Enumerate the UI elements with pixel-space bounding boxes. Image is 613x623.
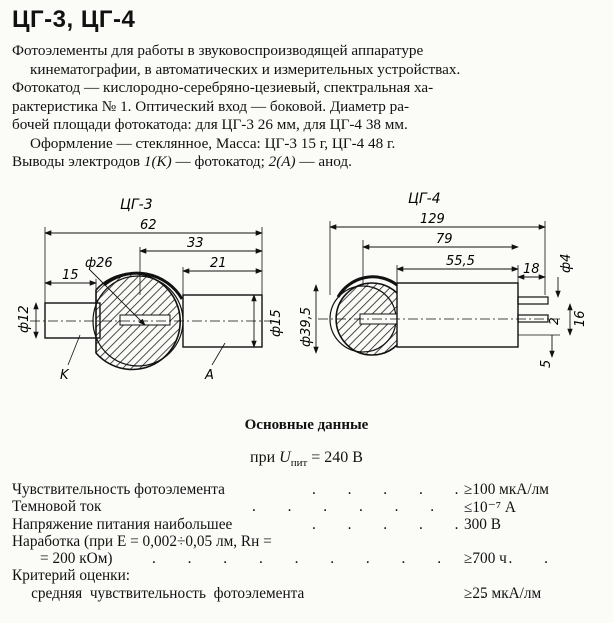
dim-d26: ф26 <box>85 256 113 271</box>
spec-dots: . <box>392 584 499 602</box>
figure-left-label: ЦГ-3 <box>120 197 153 213</box>
dim-d12: ф12 <box>17 305 32 333</box>
condition-value: = 240 В <box>307 449 363 466</box>
spec-value: ≥700 ч <box>464 550 507 568</box>
spec-dots: . . . . . . <box>252 498 449 516</box>
electrode-1: 1(K) <box>143 153 172 170</box>
spec-row: = 200 кОм) . . . . . . . . . . . . ≥700 … <box>12 550 607 567</box>
dim-21: 21 <box>210 256 227 271</box>
description: Фотоэлементы для работы в звуковоспроизв… <box>12 42 602 172</box>
spec-value: ≥25 мкА/лм <box>464 584 542 602</box>
spec-key: Темновой ток <box>12 498 102 516</box>
spec-dots: . . . . . <box>312 481 473 498</box>
dim-62: 62 <box>140 218 157 233</box>
dim-16: 16 <box>573 310 588 327</box>
spec-row: Темновой ток . . . . . . ≤10⁻⁷ А <box>12 498 607 517</box>
condition-prefix: при <box>250 449 280 466</box>
spec-key: Чувствительность фотоэлемента <box>12 481 225 498</box>
description-line: кинематографии, в автоматических и измер… <box>30 60 461 78</box>
spec-dots: . . . . . <box>312 515 473 533</box>
operating-condition: при Uпит = 240 В <box>0 449 613 469</box>
description-line: Выводы электродов 1(K) — фотокатод; 2(A)… <box>12 153 602 172</box>
dim-d4: ф4 <box>559 254 574 273</box>
mark-a: A <box>204 368 214 383</box>
spec-key: Напряжение питания наибольшее <box>12 515 233 533</box>
description-line: Фотокатод — кислородно-серебряно-цезиевы… <box>12 79 434 96</box>
dim-15: 15 <box>62 268 79 283</box>
spec-value: ≥100 мкА/лм <box>464 481 549 498</box>
page-title: ЦГ-3, ЦГ-4 <box>12 6 136 33</box>
spec-key: Критерий оценки: <box>12 567 131 585</box>
spec-row: Наработка (при E = 0,002÷0,05 лм, Rн = <box>12 533 607 550</box>
dim-d39-5: ф39,5 <box>299 307 314 347</box>
condition-subscript: пит <box>290 457 308 470</box>
electrode-2: 2(A) <box>268 153 296 170</box>
figure-right-label: ЦГ-4 <box>408 191 441 207</box>
dim-2: 2 <box>547 317 561 325</box>
text: — фотокатод; <box>171 153 269 170</box>
spec-key: = 200 кОм) <box>40 550 113 568</box>
dim-5: 5 <box>539 360 554 368</box>
section-title: Основные данные <box>244 417 369 433</box>
text: — анод. <box>295 153 352 170</box>
dim-55-5: 55,5 <box>446 254 475 269</box>
description-line: Фотоэлементы для работы в звуковоспроизв… <box>12 42 424 59</box>
description-line: Оформление — стеклянное, Масса: ЦГ-3 15 … <box>30 134 396 152</box>
mark-k: K <box>60 368 70 383</box>
spec-row: Чувствительность фотоэлемента . . . . . … <box>12 481 607 498</box>
drawings: ЦГ-3 62 33 21 15 ф12 ф15 ф26 K A ЦГ-4 12… <box>17 191 588 383</box>
spec-row: Критерий оценки: <box>12 567 607 584</box>
condition-symbol: U <box>279 449 291 466</box>
spec-table: Чувствительность фотоэлемента . . . . . … <box>12 481 607 602</box>
spec-row: средняя чувствительность фотоэлемента . … <box>12 585 607 602</box>
spec-key: Наработка (при E = 0,002÷0,05 лм, Rн = <box>12 532 272 550</box>
spec-value: ≤10⁻⁷ А <box>464 499 516 517</box>
description-line: рактеристика № 1. Оптический вход — боко… <box>12 97 410 115</box>
spec-dots: . . . . . . . . . . . . <box>152 550 562 568</box>
dim-129: 129 <box>420 212 445 227</box>
dim-d15: ф15 <box>269 309 284 337</box>
text: Выводы электродов <box>12 153 144 170</box>
dim-79: 79 <box>436 232 453 247</box>
spec-row: Напряжение питания наибольшее . . . . . … <box>12 516 607 533</box>
spec-key: средняя чувствительность фотоэлемента <box>12 584 305 602</box>
spec-value: 300 В <box>464 515 501 533</box>
description-line: бочей площади фотокатода: для ЦГ-3 26 мм… <box>12 116 408 133</box>
dim-33: 33 <box>187 236 204 251</box>
dim-18: 18 <box>523 262 540 277</box>
